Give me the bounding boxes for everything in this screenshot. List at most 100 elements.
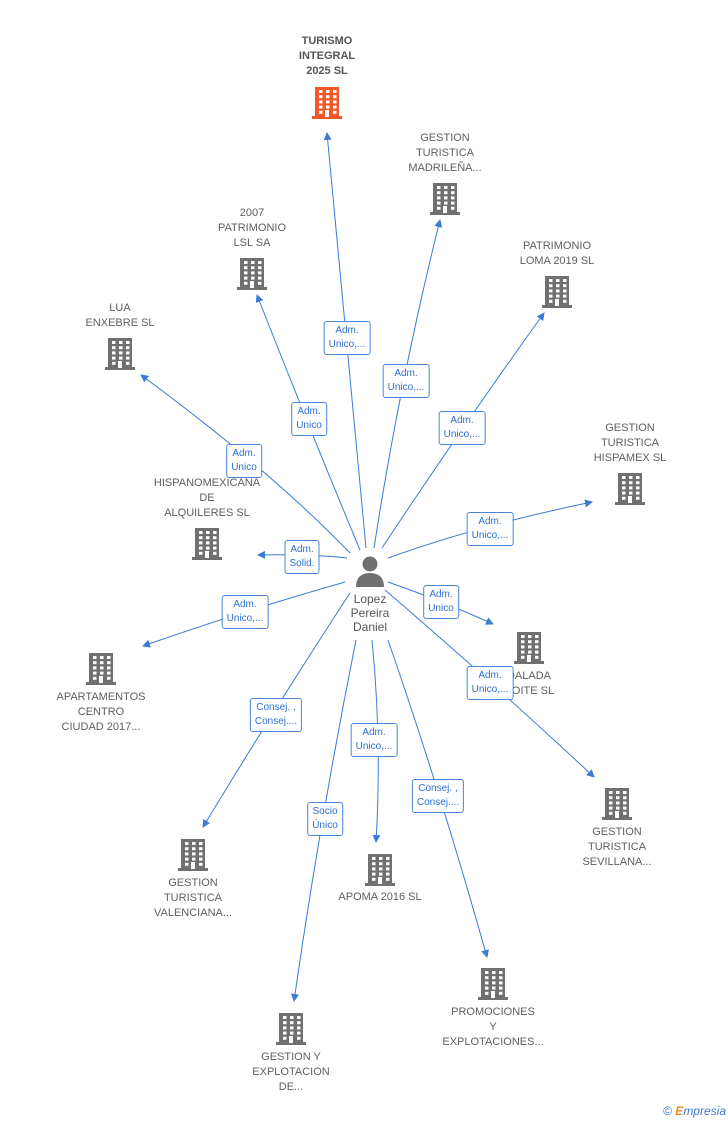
company-name-line: Y	[489, 1021, 497, 1033]
relation-label-gestion-turistica-madrilena[interactable]: Adm.Unico,...	[382, 364, 430, 398]
company-name-line: DALADA	[506, 670, 552, 682]
relation-label-line: Unico,...	[226, 613, 264, 624]
relation-label-line: Adm.	[478, 670, 502, 681]
building-icon	[614, 471, 646, 510]
relation-label-line: Adm.	[394, 368, 418, 379]
relation-label-hispanomexicana[interactable]: Adm. Solid.	[284, 540, 320, 574]
person-name-line: Pereira	[350, 606, 390, 620]
relation-label-line: Adm.	[450, 415, 474, 426]
company-name-line: 2007	[239, 207, 265, 219]
relation-label-gestion-turistica-hispamex[interactable]: Adm. Unico,...	[466, 512, 514, 546]
relation-label-line: Unico	[428, 603, 454, 614]
company-name-line: NOITE SL	[503, 685, 555, 697]
relation-label-line: Adm.	[232, 448, 256, 459]
company-name-line: ENXEBRE SL	[85, 317, 155, 329]
relation-label-promociones-explotaciones[interactable]: Consej. ,Consej....	[411, 779, 465, 813]
company-name-line: INTEGRAL	[298, 50, 356, 62]
empresia-logo-text: mpresia	[683, 1104, 726, 1118]
company-name-line: 2025 SL	[306, 65, 348, 77]
relation-label-patrimonio-loma[interactable]: Adm. Unico,...	[438, 411, 486, 445]
empresia-credit[interactable]: © Empresia	[663, 1104, 726, 1118]
relation-label-line: Consej....	[254, 716, 298, 727]
relation-label-dalada-noite[interactable]: Adm. Unico	[423, 585, 459, 619]
company-node-apartamentos-centro[interactable]: APARTAMENTOS CENTRO CIUDAD 2017...	[56, 651, 146, 733]
company-name: APARTAMENTOS CENTRO CIUDAD 2017...	[56, 690, 145, 735]
company-node-apoma-2016[interactable]: APOMA 2016 SL	[338, 852, 422, 903]
building-icon	[177, 837, 209, 876]
relation-label-line: Unico,...	[471, 684, 509, 695]
person-icon[interactable]	[350, 555, 390, 589]
relation-label-apoma-2016[interactable]: Adm.Unico,...	[350, 723, 398, 757]
relation-label-line: Unico,...	[328, 339, 366, 350]
company-name-line: TURISTICA	[415, 147, 475, 159]
relation-label-gestion-turistica-sevillana[interactable]: Adm. Unico,...	[466, 666, 514, 700]
company-name-line: PATRIMONIO	[217, 222, 287, 234]
relation-label-line: Socio	[312, 806, 338, 817]
empresia-logo-initial: E	[675, 1104, 684, 1118]
person-name-line: Daniel	[352, 620, 388, 634]
company-name-line: CENTRO	[77, 706, 125, 718]
relation-label-line: Adm.	[297, 406, 321, 417]
company-name-line: TURISTICA	[587, 841, 647, 853]
copyright-icon: ©	[663, 1104, 672, 1118]
company-name-line: LSL SA	[233, 237, 271, 249]
company-name-line: ALQUILERES SL	[164, 507, 250, 519]
relation-label-apartamentos-centro[interactable]: Adm. Unico,...	[221, 595, 269, 629]
company-name-line: GESTION	[420, 132, 470, 144]
company-name-line: CIUDAD 2017...	[61, 721, 141, 733]
building-icon	[513, 630, 545, 669]
building-icon	[191, 526, 223, 565]
relation-label-line: Adm.	[290, 544, 314, 555]
relation-label-line: Adm.	[233, 599, 257, 610]
company-name-line: LOMA 2019 SL	[519, 255, 595, 267]
person-name-line: Lopez	[353, 592, 387, 606]
company-name-line: TURISTICA	[163, 892, 223, 904]
building-icon	[311, 85, 343, 124]
relation-label-line: Adm.	[429, 589, 453, 600]
company-name-line: EXPLOTACIONES...	[442, 1036, 544, 1048]
building-icon	[85, 651, 117, 690]
company-name-line: DE...	[278, 1081, 304, 1093]
relation-label-line: Solid.	[289, 558, 315, 569]
relation-label-turismo-integral[interactable]: Adm.Unico,...	[323, 321, 371, 355]
relation-label-gestion-turistica-valenciana[interactable]: Consej. ,Consej....	[249, 698, 303, 732]
relation-label-line: Unico,...	[471, 530, 509, 541]
person-name[interactable]: Lopez Pereira Daniel	[351, 592, 390, 634]
relation-label-lua-enxebre[interactable]: Adm. Unico	[226, 444, 262, 478]
relation-label-2007-patrimonio[interactable]: Adm.Unico	[291, 402, 327, 436]
company-name-line: GESTION	[168, 877, 218, 889]
building-icon	[477, 966, 509, 1005]
relation-label-line: Adm.	[362, 727, 386, 738]
company-node-dalada-noite[interactable]: DALADA NOITE SL	[504, 630, 554, 697]
building-icon	[104, 336, 136, 375]
company-name-line: APARTAMENTOS	[56, 691, 146, 703]
company-name-line: GESTION	[605, 422, 655, 434]
relation-label-line: Unico	[231, 462, 257, 473]
building-icon	[275, 1011, 307, 1050]
relation-label-line: Unico,...	[443, 429, 481, 440]
relation-label-line: Adm.	[478, 516, 502, 527]
